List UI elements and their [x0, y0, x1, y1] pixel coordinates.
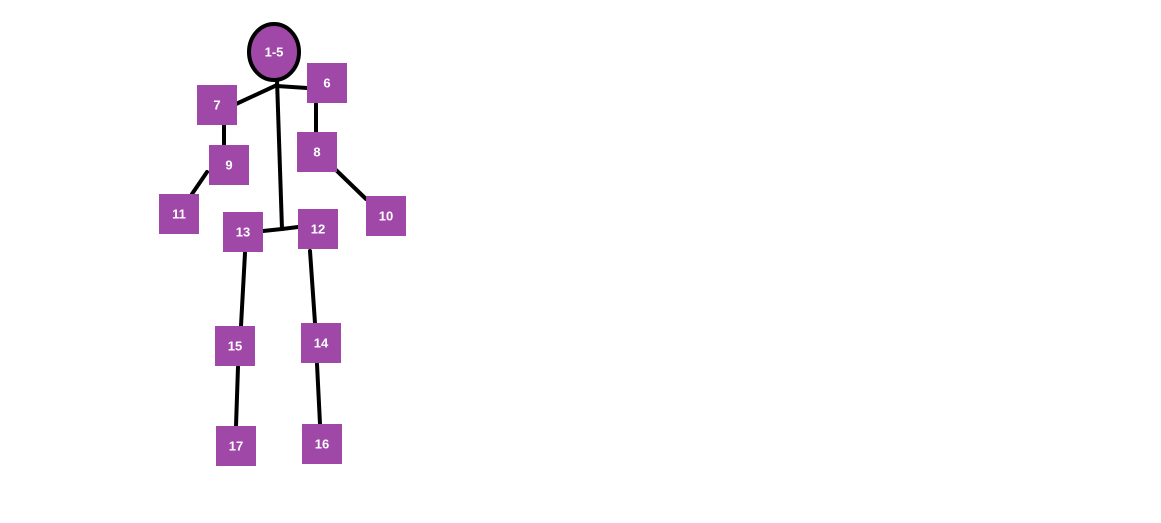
keypoint-label: 11 [172, 207, 186, 222]
keypoint-square [215, 326, 255, 366]
keypoint-square [302, 424, 342, 464]
head-label: 1-5 [265, 45, 284, 60]
bone-neck-right-shoulder [275, 84, 309, 90]
keypoint-node-11: 11 [159, 194, 199, 234]
keypoint-node-10: 10 [366, 196, 406, 236]
skeleton-bones [190, 78, 368, 428]
keypoint-node-8: 8 [297, 132, 337, 172]
keypoint-node-9: 9 [209, 145, 249, 185]
keypoint-square [307, 63, 347, 103]
keypoint-node-14: 14 [301, 323, 341, 363]
keypoint-square [197, 85, 237, 125]
keypoint-label: 13 [236, 225, 250, 240]
bone-right-thigh [308, 249, 317, 325]
keypoint-label: 15 [228, 339, 242, 354]
keypoint-label: 17 [229, 439, 243, 454]
keypoint-square [223, 212, 263, 252]
keypoint-label: 12 [311, 222, 325, 237]
bone-left-forearm [190, 170, 209, 196]
keypoint-node-7: 7 [197, 85, 237, 125]
bone-left-thigh [239, 251, 247, 328]
keypoint-label: 6 [323, 76, 330, 91]
keypoint-square [298, 209, 338, 249]
keypoint-square [297, 132, 337, 172]
head-circle [247, 22, 301, 82]
keypoint-square [301, 323, 341, 363]
keypoint-node-6: 6 [307, 63, 347, 103]
keypoint-node-17: 17 [216, 426, 256, 466]
keypoint-label: 10 [379, 209, 393, 224]
keypoint-square [159, 194, 199, 234]
keypoint-node-16: 16 [302, 424, 342, 464]
keypoint-square [209, 145, 249, 185]
keypoint-nodes: 6 7 8 9 10 11 12 13 14 15 16 17 [159, 63, 406, 466]
keypoint-label: 14 [314, 336, 329, 351]
keypoint-label: 7 [213, 98, 220, 113]
bone-right-shin [315, 362, 322, 426]
keypoint-label: 16 [315, 437, 329, 452]
keypoint-label: 9 [225, 158, 232, 173]
keypoint-node-15: 15 [215, 326, 255, 366]
bone-hip-right [280, 225, 300, 231]
keypoint-label: 8 [313, 145, 320, 160]
bone-neck-spine [275, 78, 284, 231]
bone-right-forearm [334, 168, 368, 201]
keypoint-node-12: 12 [298, 209, 338, 249]
bone-neck-left-shoulder [234, 83, 279, 106]
head-keypoint-1-5: 1-5 [247, 22, 301, 82]
bone-left-shin [234, 365, 240, 428]
keypoint-square [216, 426, 256, 466]
keypoint-node-13: 13 [223, 212, 263, 252]
keypoint-square [366, 196, 406, 236]
bone-hip-left [261, 227, 284, 233]
